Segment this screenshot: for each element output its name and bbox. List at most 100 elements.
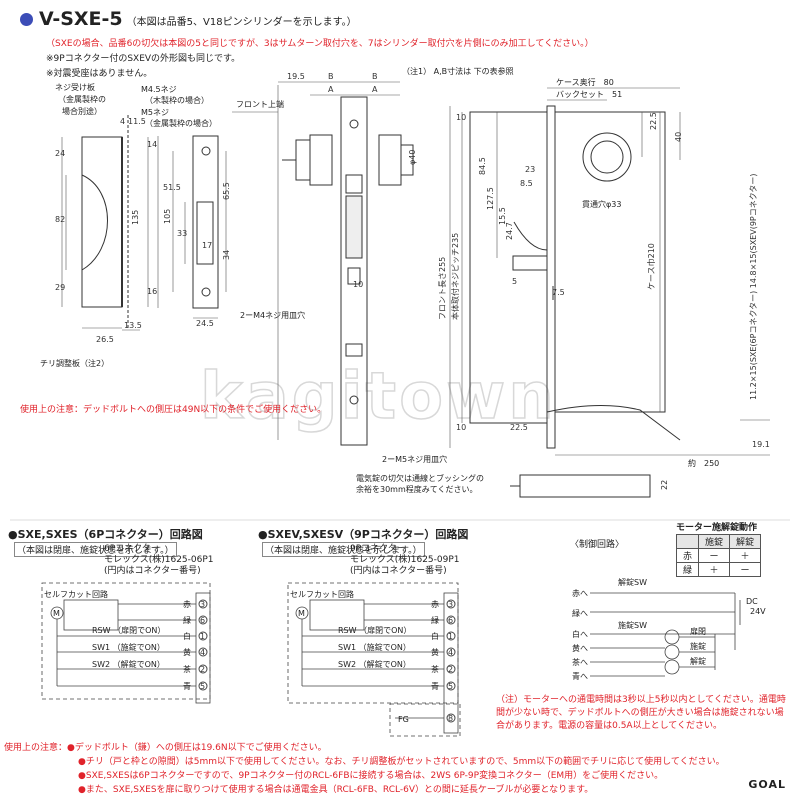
strike-side-view [81, 115, 129, 328]
svg-text:A: A [328, 85, 334, 94]
svg-text:黄へ: 黄へ [572, 643, 588, 653]
circuit-9p-state: （本図は閉扉、施錠状態を示します。） [262, 542, 425, 557]
page-title: V-SXE-5（本図は品番5、V18ピンシリンダーを示します。） [20, 8, 357, 30]
title-subtitle: （本図は品番5、V18ピンシリンダーを示します。） [126, 17, 357, 28]
warning-usage-mid: 使用上の注意：デッドボルトへの側圧は49N以下の条件でご使用ください。 [20, 405, 327, 415]
svg-text:赤: 赤 [183, 600, 191, 609]
svg-text:16: 16 [147, 287, 157, 296]
front-plate [340, 96, 368, 446]
note-motor: （注）モーターへの通電時間は3秒以上5秒以内としてください。通電時間が少ない時で… [496, 695, 786, 731]
note-sxe: （SXEの場合、品番6の切欠は本図の5と同じですが、3はサムターン取付穴を、7は… [46, 39, 594, 49]
label-body-pitch: 本体取付ネジピッチ235 [450, 233, 460, 320]
circuit-6p-pins [198, 599, 208, 691]
cylinder-side-view [282, 134, 414, 186]
motor-table-cell: ー [698, 548, 731, 563]
warning-line: ●SXE,SXESは6Pコネクターですので、9Pコネクター付のRCL-6FBに接… [78, 771, 664, 781]
svg-text:M: M [53, 609, 60, 618]
svg-text:29: 29 [55, 283, 65, 292]
svg-text:7.5: 7.5 [552, 288, 565, 297]
svg-text:青へ: 青へ [572, 671, 588, 681]
svg-text:解錠: 解錠 [690, 656, 706, 666]
svg-text:14: 14 [147, 140, 157, 149]
label-through-hole: 貫通穴φ33 [582, 199, 621, 209]
svg-text:B: B [328, 72, 334, 81]
svg-text:15.5: 15.5 [498, 207, 507, 225]
svg-text:茶へ: 茶へ [572, 657, 588, 667]
model-name: V-SXE-5 [39, 8, 123, 30]
svg-text:22.5: 22.5 [510, 423, 528, 432]
svg-text:19.5: 19.5 [287, 72, 305, 81]
svg-text:34: 34 [222, 250, 231, 260]
label-lock-sw: 施錠SW [618, 620, 647, 630]
svg-text:84.5: 84.5 [478, 157, 487, 175]
strike-front-view [192, 135, 219, 309]
svg-text:6: 6 [448, 616, 453, 625]
svg-text:A: A [372, 85, 378, 94]
svg-text:余裕を30mm程度みてください。: 余裕を30mm程度みてください。 [356, 484, 478, 494]
label-m4-holes: 2ーM4ネジ用皿穴 [240, 310, 305, 320]
svg-text:白: 白 [431, 631, 439, 641]
svg-text:青: 青 [431, 681, 439, 691]
circuit-6p-state: （本図は閉扉、施錠状態を示します。） [14, 542, 177, 557]
motor-table: モーター施解錠動作 施錠 解錠 赤 ー ＋ 緑 ＋ ー [675, 520, 762, 577]
svg-text:13.5: 13.5 [124, 321, 142, 330]
watermark: kagitown [200, 360, 557, 434]
label-length-250: 約 250 [688, 458, 719, 468]
circuit-9p-pin-numbers: 3 6 1 4 2 5 8 [448, 600, 453, 723]
warning-line: ●また、SXE,SXESを扉に取りつけて使用する場合は通電金具（RCL-6FB、… [78, 785, 594, 795]
label-case-length: ケース巾210 [646, 243, 656, 290]
svg-text:24V: 24V [750, 607, 766, 616]
svg-text:緑: 緑 [431, 615, 439, 625]
note-shock: ※対震受座はありません。 [46, 69, 153, 79]
svg-text:10: 10 [353, 280, 363, 289]
svg-text:4: 4 [120, 117, 125, 126]
circuit-9p-wire-labels: 赤 緑 白 黄 茶 青 [431, 600, 439, 691]
label-sw1-9p: SW1 （施錠でON） [338, 642, 411, 652]
svg-text:赤: 赤 [431, 600, 439, 609]
svg-text:22: 22 [660, 480, 669, 490]
label-unlock-sw: 解錠SW [618, 577, 647, 587]
label-rsw-6p: RSW （扉閉でON） [92, 625, 165, 635]
svg-text:（木製枠の場合）: （木製枠の場合） [145, 95, 209, 105]
label-screw-plate: ネジ受け板 [55, 82, 95, 92]
svg-text:6: 6 [200, 616, 205, 625]
svg-text:33: 33 [177, 229, 187, 238]
svg-text:φ40: φ40 [408, 150, 417, 165]
svg-text:茶: 茶 [183, 664, 191, 674]
circuit-9p-pins [446, 599, 456, 723]
label-selfcut-6p: セルフカット回路 [44, 589, 108, 599]
svg-text:8.5: 8.5 [520, 179, 533, 188]
svg-text:（金属製枠の場合）: （金属製枠の場合） [145, 118, 217, 128]
label-note1: （注1） A,B寸法は 下の表参照 [402, 66, 514, 76]
svg-text:2: 2 [448, 665, 453, 674]
label-m5-holes: 2ーM5ネジ用皿穴 [382, 454, 447, 464]
circuit-6p-connector: 6Pコネクター モレックス(株)1625-06P1 (円内はコネクター番号) [104, 544, 214, 576]
label-sw1-6p: SW1 （施錠でON） [92, 642, 165, 652]
svg-text:M4.5ネジ: M4.5ネジ [141, 85, 177, 94]
control-circuit [590, 592, 741, 677]
svg-text:51.5: 51.5 [163, 183, 181, 192]
circuit-9p-header: ●SXEV,SXESV（9Pコネクター）回路図 [258, 528, 469, 541]
svg-text:茶: 茶 [431, 664, 439, 674]
svg-text:10: 10 [456, 113, 466, 122]
label-selfcut-9p: セルフカット回路 [290, 589, 354, 599]
motor-table-header: 解錠 [729, 534, 762, 549]
svg-text:22.5: 22.5 [649, 112, 658, 130]
svg-text:黄: 黄 [183, 647, 191, 657]
motor-table-cell: ＋ [698, 562, 731, 577]
circuit-6p-header: ●SXE,SXES（6Pコネクター）回路図 [8, 528, 203, 541]
label-dc: DC [746, 597, 758, 606]
svg-text:3: 3 [200, 600, 205, 609]
svg-text:青: 青 [183, 681, 191, 691]
circuit-6p-pin-numbers: 3 6 1 4 2 5 [200, 600, 205, 691]
motor-table-header: 施錠 [698, 534, 731, 549]
label-connector-6p: 11.2×15(SXE(6Pコネクター) 14.8×15(SXEV(9Pコネクタ… [749, 173, 758, 400]
svg-text:5: 5 [448, 682, 453, 691]
svg-text:赤へ: 赤へ [572, 589, 588, 598]
label-chiri: チリ調整板（注2） [40, 358, 109, 368]
bullet-icon [20, 13, 33, 26]
warnings-bottom: 使用上の注意：●デッドボルト（鎌）への側圧は19.6N以下でご使用ください。 ●… [4, 741, 725, 797]
label-sw2-9p: SW2 （解錠でON） [338, 659, 411, 669]
label-front-length: フロント長さ255 [438, 257, 447, 320]
